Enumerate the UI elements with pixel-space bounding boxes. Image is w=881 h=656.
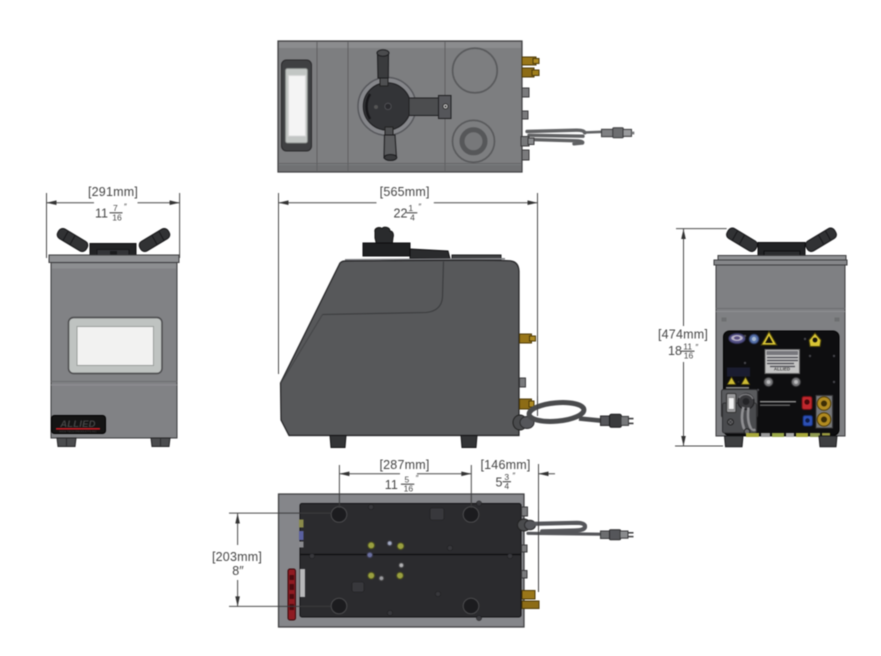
svg-text:1: 1 <box>408 203 413 213</box>
svg-text:″: ″ <box>419 203 422 212</box>
svg-text:5: 5 <box>405 474 410 484</box>
svg-text:3: 3 <box>504 472 509 482</box>
svg-text:4: 4 <box>504 481 509 491</box>
svg-text:[474mm]: [474mm] <box>658 328 708 342</box>
svg-text:ALLIED: ALLIED <box>59 419 96 430</box>
svg-text:16: 16 <box>112 212 122 222</box>
svg-text:×: × <box>737 379 740 384</box>
svg-text:[146mm]: [146mm] <box>480 458 530 472</box>
svg-text:HIGH TECH PRODUCTS INC: HIGH TECH PRODUCTS INC <box>59 430 96 434</box>
svg-text:[203mm]: [203mm] <box>212 550 262 564</box>
svg-text:11: 11 <box>683 341 692 351</box>
svg-text:16: 16 <box>684 351 694 361</box>
svg-text:[565mm]: [565mm] <box>380 185 430 199</box>
svg-text:11: 11 <box>385 478 398 492</box>
svg-text:22: 22 <box>394 207 408 221</box>
svg-text:″: ″ <box>513 472 516 481</box>
svg-text:″: ″ <box>124 203 127 212</box>
svg-text:11: 11 <box>95 207 108 221</box>
svg-text:4: 4 <box>410 212 415 222</box>
svg-text:″: ″ <box>696 343 699 352</box>
svg-text:5: 5 <box>496 476 503 490</box>
svg-text:7: 7 <box>113 203 118 213</box>
svg-text:[287mm]: [287mm] <box>379 458 429 472</box>
svg-text:[291mm]: [291mm] <box>88 185 138 199</box>
svg-text:ALLIED: ALLIED <box>774 367 791 372</box>
svg-text:″: ″ <box>416 474 419 483</box>
svg-text:16: 16 <box>404 484 414 494</box>
svg-text:18: 18 <box>668 344 682 358</box>
svg-text:8″: 8″ <box>232 564 244 578</box>
